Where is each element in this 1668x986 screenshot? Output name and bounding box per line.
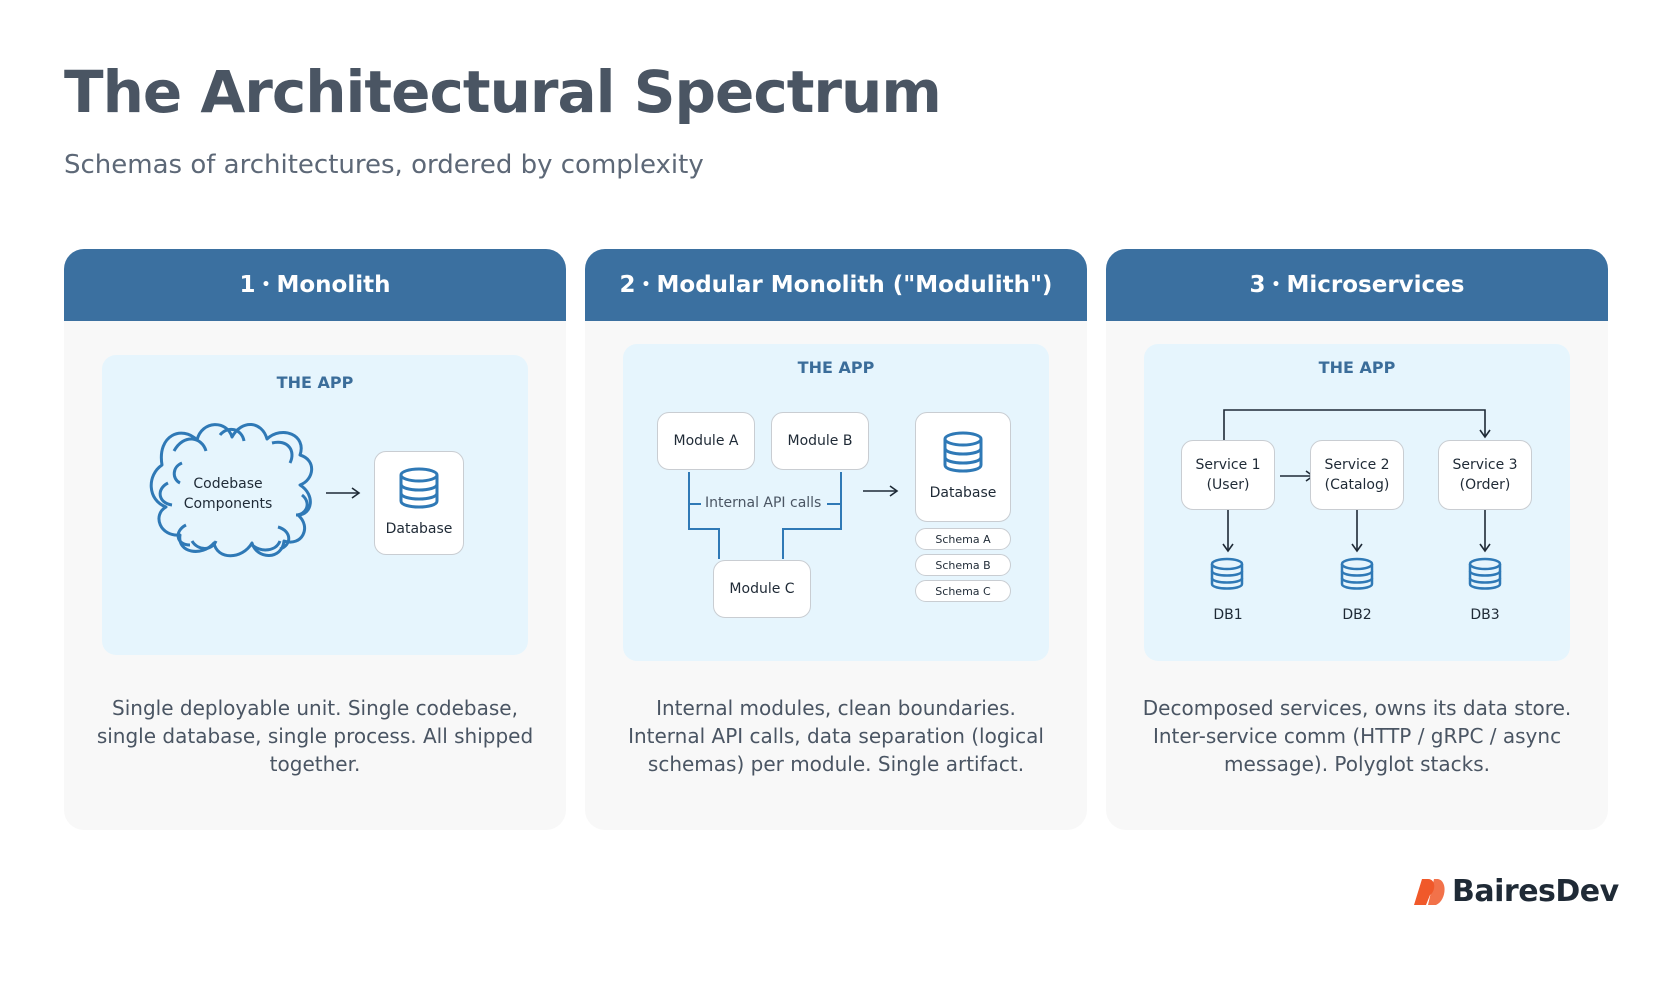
brand-logo: BairesDev [1412,874,1619,909]
db-icons [1210,557,1502,590]
card-header-modulith: 2 • Modular Monolith ("Modulith") [585,249,1087,321]
schema-b-pill: Schema B [915,554,1011,576]
card-title: Microservices [1286,272,1465,298]
database-icon [1468,557,1502,590]
service-sub: (User) [1206,477,1250,493]
separator-dot: • [261,277,271,293]
module-c-node: Module C [713,560,811,618]
separator-dot: • [641,277,651,293]
schema-c-pill: Schema C [915,580,1011,602]
database-node: Database [915,412,1011,522]
app-label: THE APP [276,373,354,392]
card-number: 3 [1249,272,1266,298]
card-number: 1 [239,272,256,298]
microservices-connectors [1210,409,1502,590]
card-microservices: 3 • Microservices THE APP [1106,249,1608,830]
db3-label: DB3 [1470,607,1500,623]
db1-label: DB1 [1213,607,1243,623]
schema-a-pill: Schema A [915,528,1011,550]
service-sub: (Catalog) [1324,477,1390,493]
module-a-node: Module A [657,412,755,470]
app-box: THE APP Codebase Components [102,355,528,655]
codebase-label: Codebase Components [183,476,273,512]
card-header-microservices: 3 • Microservices [1106,249,1608,321]
service-name: Service 3 [1452,456,1518,473]
service-sub: (Order) [1459,477,1511,493]
module-b-node: Module B [771,412,869,470]
card-description: Single deployable unit. Single codebase,… [96,696,534,776]
database-icon [399,467,439,509]
database-icon [1340,557,1374,590]
app-box: THE APP [1144,344,1570,661]
card-modular-monolith: 2 • Modular Monolith ("Modulith") THE AP… [585,249,1087,830]
monolith-diagram [149,423,361,558]
database-label: Database [385,520,453,537]
service-name: Service 1 [1195,456,1261,473]
bairesdev-logo-icon [1414,878,1445,905]
db2-label: DB2 [1342,607,1372,623]
database-icon [1210,557,1244,590]
app-label: THE APP [1318,358,1396,377]
card-header-monolith: 1 • Monolith [64,249,566,321]
brand-name: BairesDev [1452,874,1619,909]
card-description: Internal modules, clean boundaries. Inte… [628,696,1044,776]
app-box: THE APP Module A Module B Internal API c… [623,344,1049,661]
card-number: 2 [619,272,636,298]
codebase-blob-icon [149,423,314,558]
separator-dot: • [1271,277,1281,293]
service-1-node: Service 1 (User) [1181,440,1275,510]
modulith-connectors [688,472,899,559]
page-subtitle: Schemas of architectures, ordered by com… [64,150,704,180]
service-name: Service 2 [1324,456,1390,473]
card-title: Modular Monolith ("Modulith") [656,272,1053,298]
card-title: Monolith [276,272,391,298]
service-2-node: Service 2 (Catalog) [1310,440,1404,510]
card-monolith: 1 • Monolith THE APP Codebase Components [64,249,566,830]
page-title: The Architectural Spectrum [64,58,942,126]
database-node: Database [374,451,464,555]
api-calls-label: Internal API calls [701,495,826,511]
app-label: THE APP [797,358,875,377]
card-description: Decomposed services, owns its data store… [1142,696,1572,776]
database-icon [943,431,983,473]
service-3-node: Service 3 (Order) [1438,440,1532,510]
database-label: Database [929,484,997,501]
